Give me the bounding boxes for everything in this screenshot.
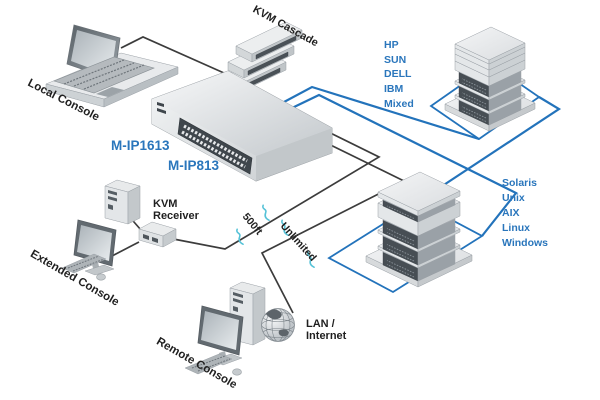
server-item: HP	[384, 39, 399, 51]
switch-model-secondary: M-IP813	[168, 158, 220, 173]
remote-console-monitor	[184, 305, 244, 376]
extended-mouse	[96, 273, 106, 281]
distance-500ft-label: 500ft	[240, 211, 265, 238]
server-item: Windows	[502, 237, 548, 249]
kvm-switch	[151, 70, 333, 182]
extended-console-monitor	[61, 219, 117, 281]
top-server-stack	[444, 26, 536, 132]
server-item: AIX	[502, 207, 520, 219]
server-item: DELL	[384, 68, 412, 80]
switch-to-bottom-servers-link	[291, 93, 518, 237]
server-item: IBM	[384, 83, 404, 95]
break-mark-icon	[307, 251, 315, 269]
break-mark-icon	[262, 204, 270, 222]
switch-lan-port	[157, 108, 166, 114]
kvm-receiver-label-line2: Receiver	[153, 210, 200, 222]
server-item: SUN	[384, 54, 406, 66]
black-cables	[111, 36, 406, 314]
top-server-list: HP SUN DELL IBM Mixed	[384, 39, 414, 110]
remote-mouse	[232, 368, 242, 376]
receiver-cable-500ft	[162, 117, 381, 250]
kvm-receiver-box	[138, 221, 177, 248]
break-mark-icon	[236, 228, 244, 246]
extended-keyboard	[61, 253, 107, 274]
break-mark-icon	[281, 219, 289, 237]
server-item: Mixed	[384, 98, 414, 110]
server-item: Solaris	[502, 177, 537, 189]
cable-break-marks	[236, 204, 315, 269]
top-to-bottom-servers-link	[417, 96, 562, 203]
server-item: Linux	[502, 222, 530, 234]
remote-keyboard	[184, 353, 233, 375]
extended-console-tower	[104, 179, 141, 225]
lan-cable-unlimited	[260, 132, 406, 314]
laptop-keyboard	[53, 56, 155, 94]
bottom-server-stack	[365, 171, 473, 288]
laptop-touchpad	[96, 87, 124, 97]
lan-internet-label-line2: Internet	[306, 330, 347, 342]
switch-to-top-servers-link	[283, 85, 480, 141]
local-console-cable	[120, 36, 225, 74]
blue-links	[283, 85, 562, 237]
receiver-to-monitor-cable	[111, 241, 140, 257]
kvm-receiver-label-line1: KVM	[153, 198, 177, 210]
lan-internet-label-line1: LAN /	[306, 318, 335, 330]
server-item: Unix	[502, 192, 525, 204]
switch-model-primary: M-IP1613	[111, 138, 170, 153]
local-console-laptop	[45, 24, 179, 108]
bottom-server-list: Solaris Unix AIX Linux Windows	[502, 177, 548, 249]
switch-console-port	[157, 102, 164, 107]
lan-internet-globe	[261, 308, 295, 342]
kvm-cascade-stack	[219, 21, 303, 95]
